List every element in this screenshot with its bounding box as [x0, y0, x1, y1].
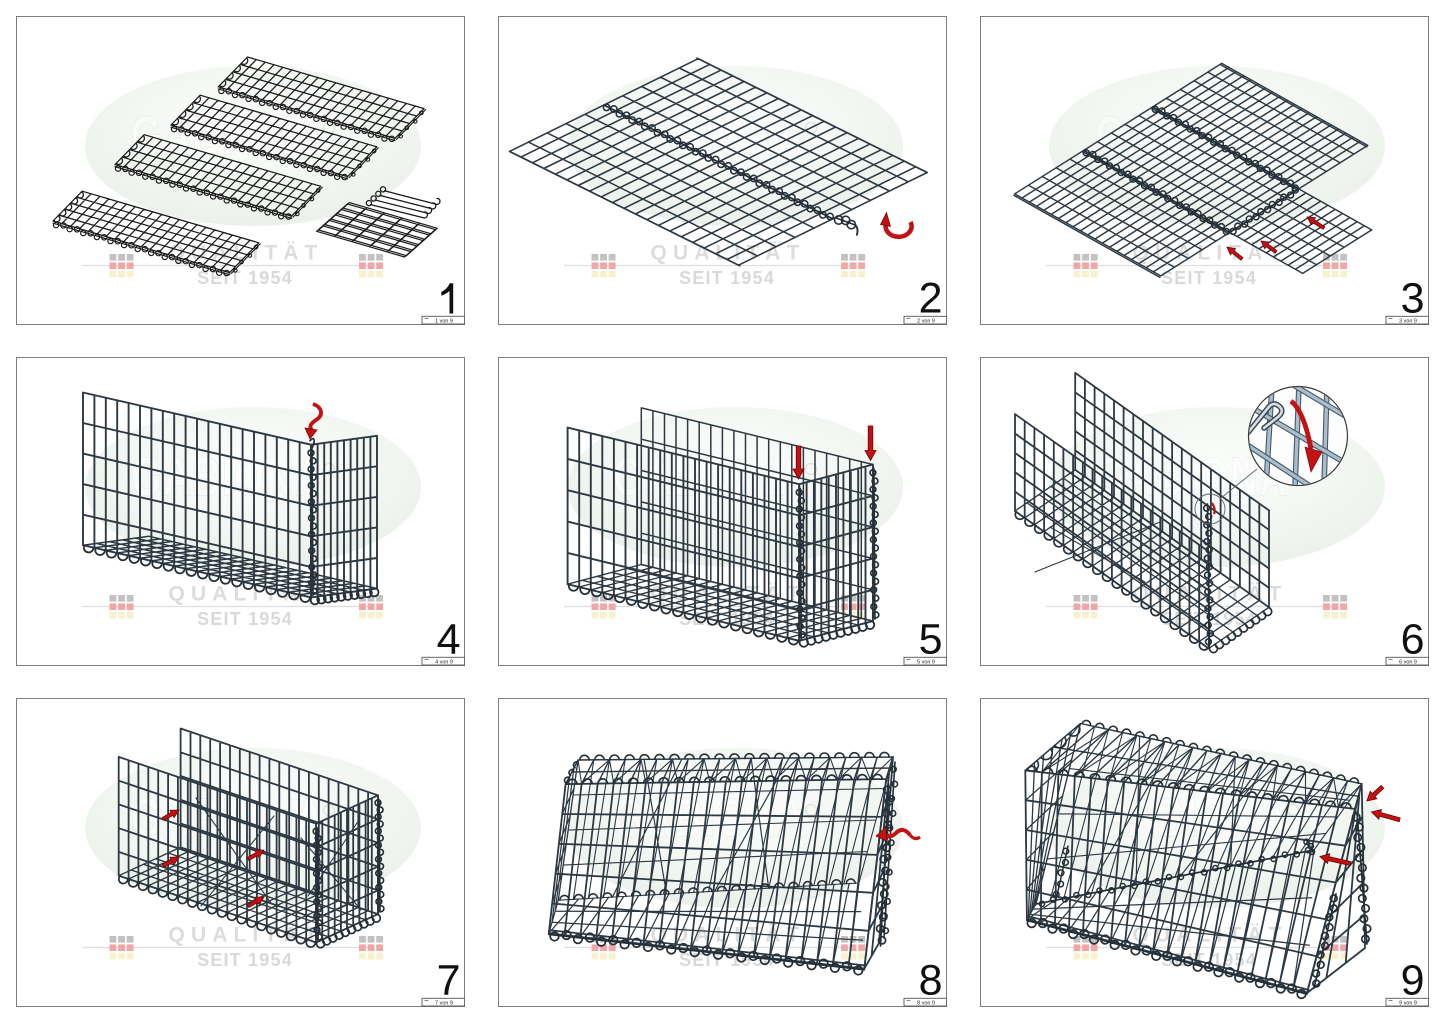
- svg-text:GABIONA: GABIONA: [131, 446, 325, 507]
- svg-text:4 von 9: 4 von 9: [435, 660, 453, 666]
- svg-text:QUALITÄT: QUALITÄT: [169, 924, 324, 947]
- svg-text:6 von 9: 6 von 9: [1399, 660, 1417, 666]
- svg-text:SEIT 1954: SEIT 1954: [197, 950, 293, 970]
- svg-text:7: 7: [437, 957, 461, 1005]
- svg-text:2: 2: [919, 275, 943, 323]
- svg-text:7 von 9: 7 von 9: [435, 1001, 453, 1007]
- svg-text:9: 9: [1401, 957, 1425, 1005]
- svg-text:SEIT 1954: SEIT 1954: [197, 268, 293, 288]
- svg-text:8 von 9: 8 von 9: [917, 1001, 935, 1007]
- svg-text:5 von 9: 5 von 9: [917, 660, 935, 666]
- svg-text:5: 5: [919, 616, 943, 664]
- svg-text:GABIONA: GABIONA: [613, 446, 807, 507]
- svg-text:QUALITÄT: QUALITÄT: [651, 242, 806, 265]
- svg-text:9 von 9: 9 von 9: [1399, 1001, 1417, 1007]
- svg-text:QUALITÄT: QUALITÄT: [169, 583, 324, 606]
- svg-text:6: 6: [1401, 616, 1425, 664]
- svg-text:4: 4: [437, 616, 461, 664]
- svg-text:8: 8: [919, 957, 943, 1005]
- svg-text:SEIT 1954: SEIT 1954: [679, 268, 775, 288]
- svg-text:3 von 9: 3 von 9: [1399, 319, 1417, 325]
- svg-text:3: 3: [1401, 275, 1425, 323]
- svg-text:SEIT 1954: SEIT 1954: [197, 609, 293, 629]
- svg-text:GABIONA: GABIONA: [613, 787, 807, 848]
- svg-text:2 von 9: 2 von 9: [917, 319, 935, 325]
- svg-text:GABIONA: GABIONA: [1095, 787, 1289, 848]
- svg-text:1 von 9: 1 von 9: [435, 319, 453, 325]
- svg-text:SEIT 1954: SEIT 1954: [1161, 268, 1257, 288]
